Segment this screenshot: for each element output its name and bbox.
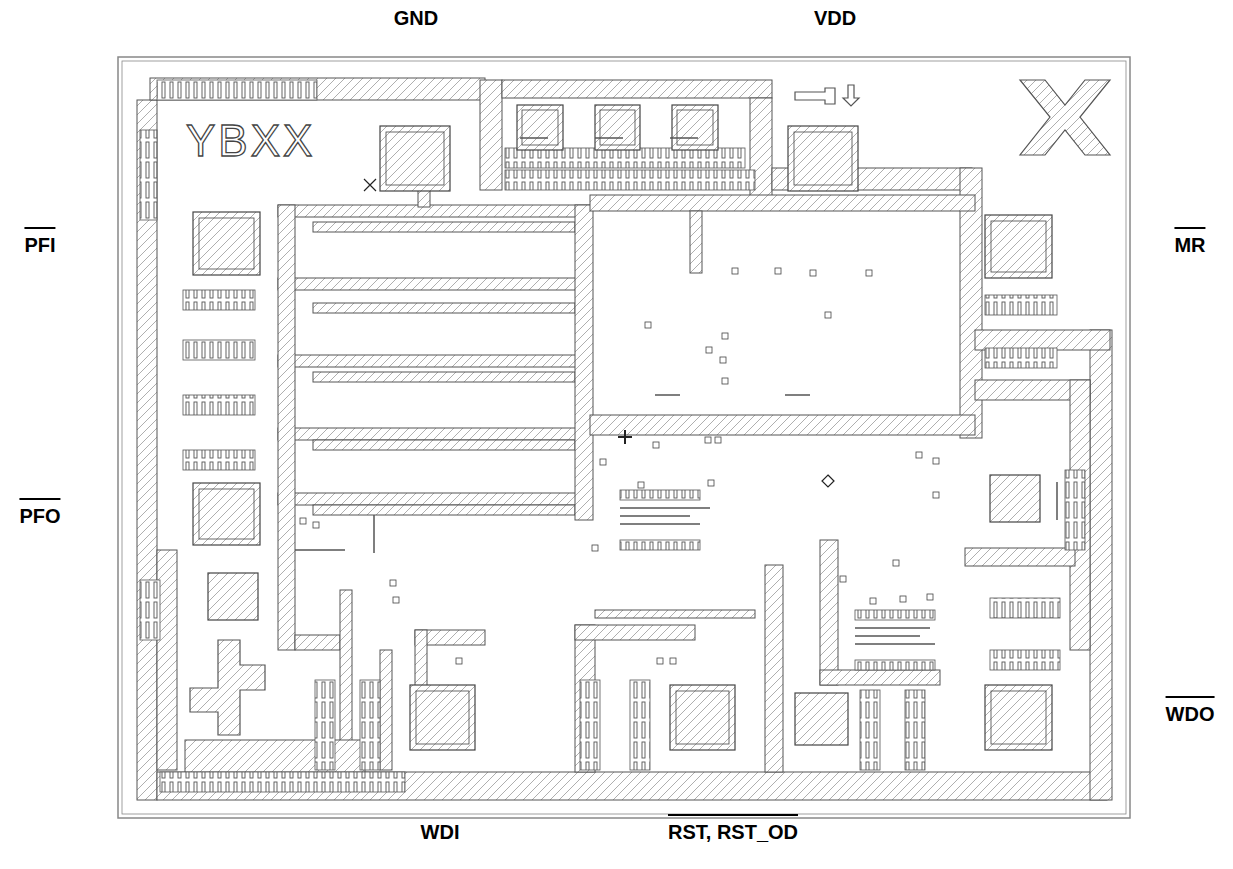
fiducial-marks xyxy=(364,179,834,487)
transistor-rows xyxy=(157,80,1060,792)
pin-label: RST, RST_OD xyxy=(668,814,798,842)
die-marking: YBXX xyxy=(186,119,315,163)
pin-label: GND xyxy=(394,8,438,28)
pin-label: VDD xyxy=(814,8,856,28)
die-outline xyxy=(118,57,1130,818)
contacts xyxy=(300,268,939,664)
bond-pads xyxy=(193,105,1052,750)
thin-wires xyxy=(295,138,1057,644)
pin-label: WDI xyxy=(421,822,460,842)
pin-label: WDO xyxy=(1166,696,1215,724)
pin-label: PFO xyxy=(19,498,60,526)
pin-label: PFI xyxy=(24,227,55,255)
vertical-transistors xyxy=(140,130,1085,770)
hatched-metal xyxy=(137,78,1112,800)
pin-label: MR xyxy=(1174,227,1205,255)
alignment-marks xyxy=(190,80,1110,735)
pad-inner-outlines xyxy=(199,110,1046,744)
